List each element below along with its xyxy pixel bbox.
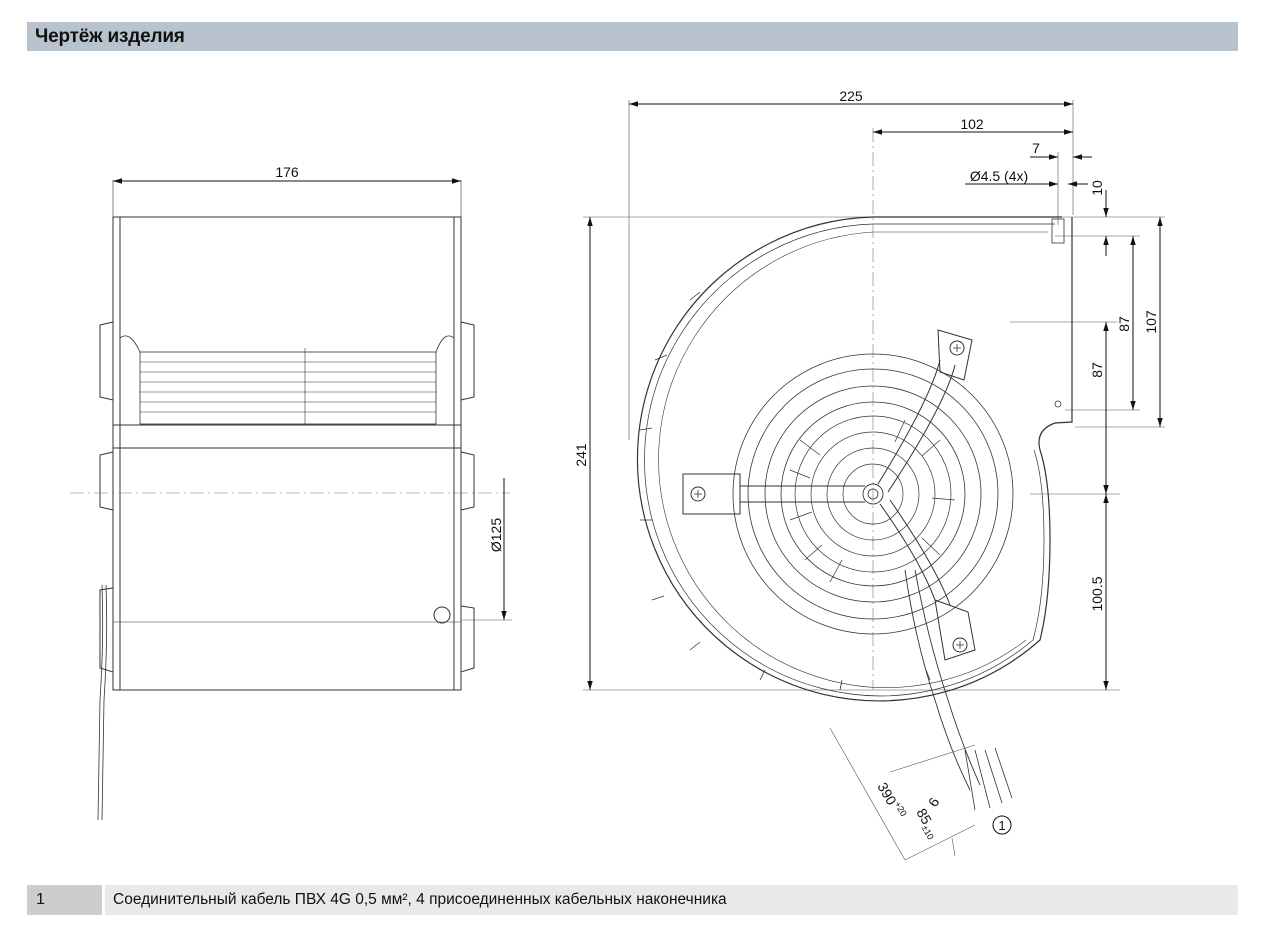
section-header: Чертёж изделия <box>27 22 1238 51</box>
legend-number: 1 <box>36 891 45 908</box>
front-view <box>583 100 1165 861</box>
legend-row: 1 Соединительный кабель ПВХ 4G 0,5 мм², … <box>27 885 1238 915</box>
dim-cable-85-value: 85 <box>913 806 935 828</box>
dim-cable-390-tolerance: +20 <box>892 800 908 818</box>
dim-overall-width: 225 <box>839 88 863 104</box>
dim-side-diameter: Ø125 <box>488 518 504 552</box>
dim-cable-85-tolerance: ±10 <box>920 823 936 841</box>
legend-text-cell: Соединительный кабель ПВХ 4G 0,5 мм², 4 … <box>105 885 1238 915</box>
dim-100-5: 100.5 <box>1089 576 1105 611</box>
dim-offset-102: 102 <box>960 116 984 132</box>
dim-87-b: 87 <box>1089 362 1105 378</box>
dim-overall-height: 241 <box>573 443 589 467</box>
dim-offset-7: 7 <box>1032 140 1040 156</box>
dim-holes: Ø4.5 (4x) <box>970 168 1028 184</box>
dim-107: 107 <box>1143 310 1159 334</box>
dim-cable-85: 85 ±10 <box>913 806 936 842</box>
dim-side-width: 176 <box>275 164 299 180</box>
legend-description: Соединительный кабель ПВХ 4G 0,5 мм², 4 … <box>113 891 727 908</box>
legend-number-cell: 1 <box>27 885 102 915</box>
dim-10: 10 <box>1089 180 1105 196</box>
section-title: Чертёж изделия <box>35 26 185 47</box>
dim-87-a: 87 <box>1116 316 1132 332</box>
product-drawing: 176 Ø125 <box>70 88 1165 861</box>
side-view <box>70 178 512 821</box>
callout-1: 1 <box>998 818 1005 833</box>
